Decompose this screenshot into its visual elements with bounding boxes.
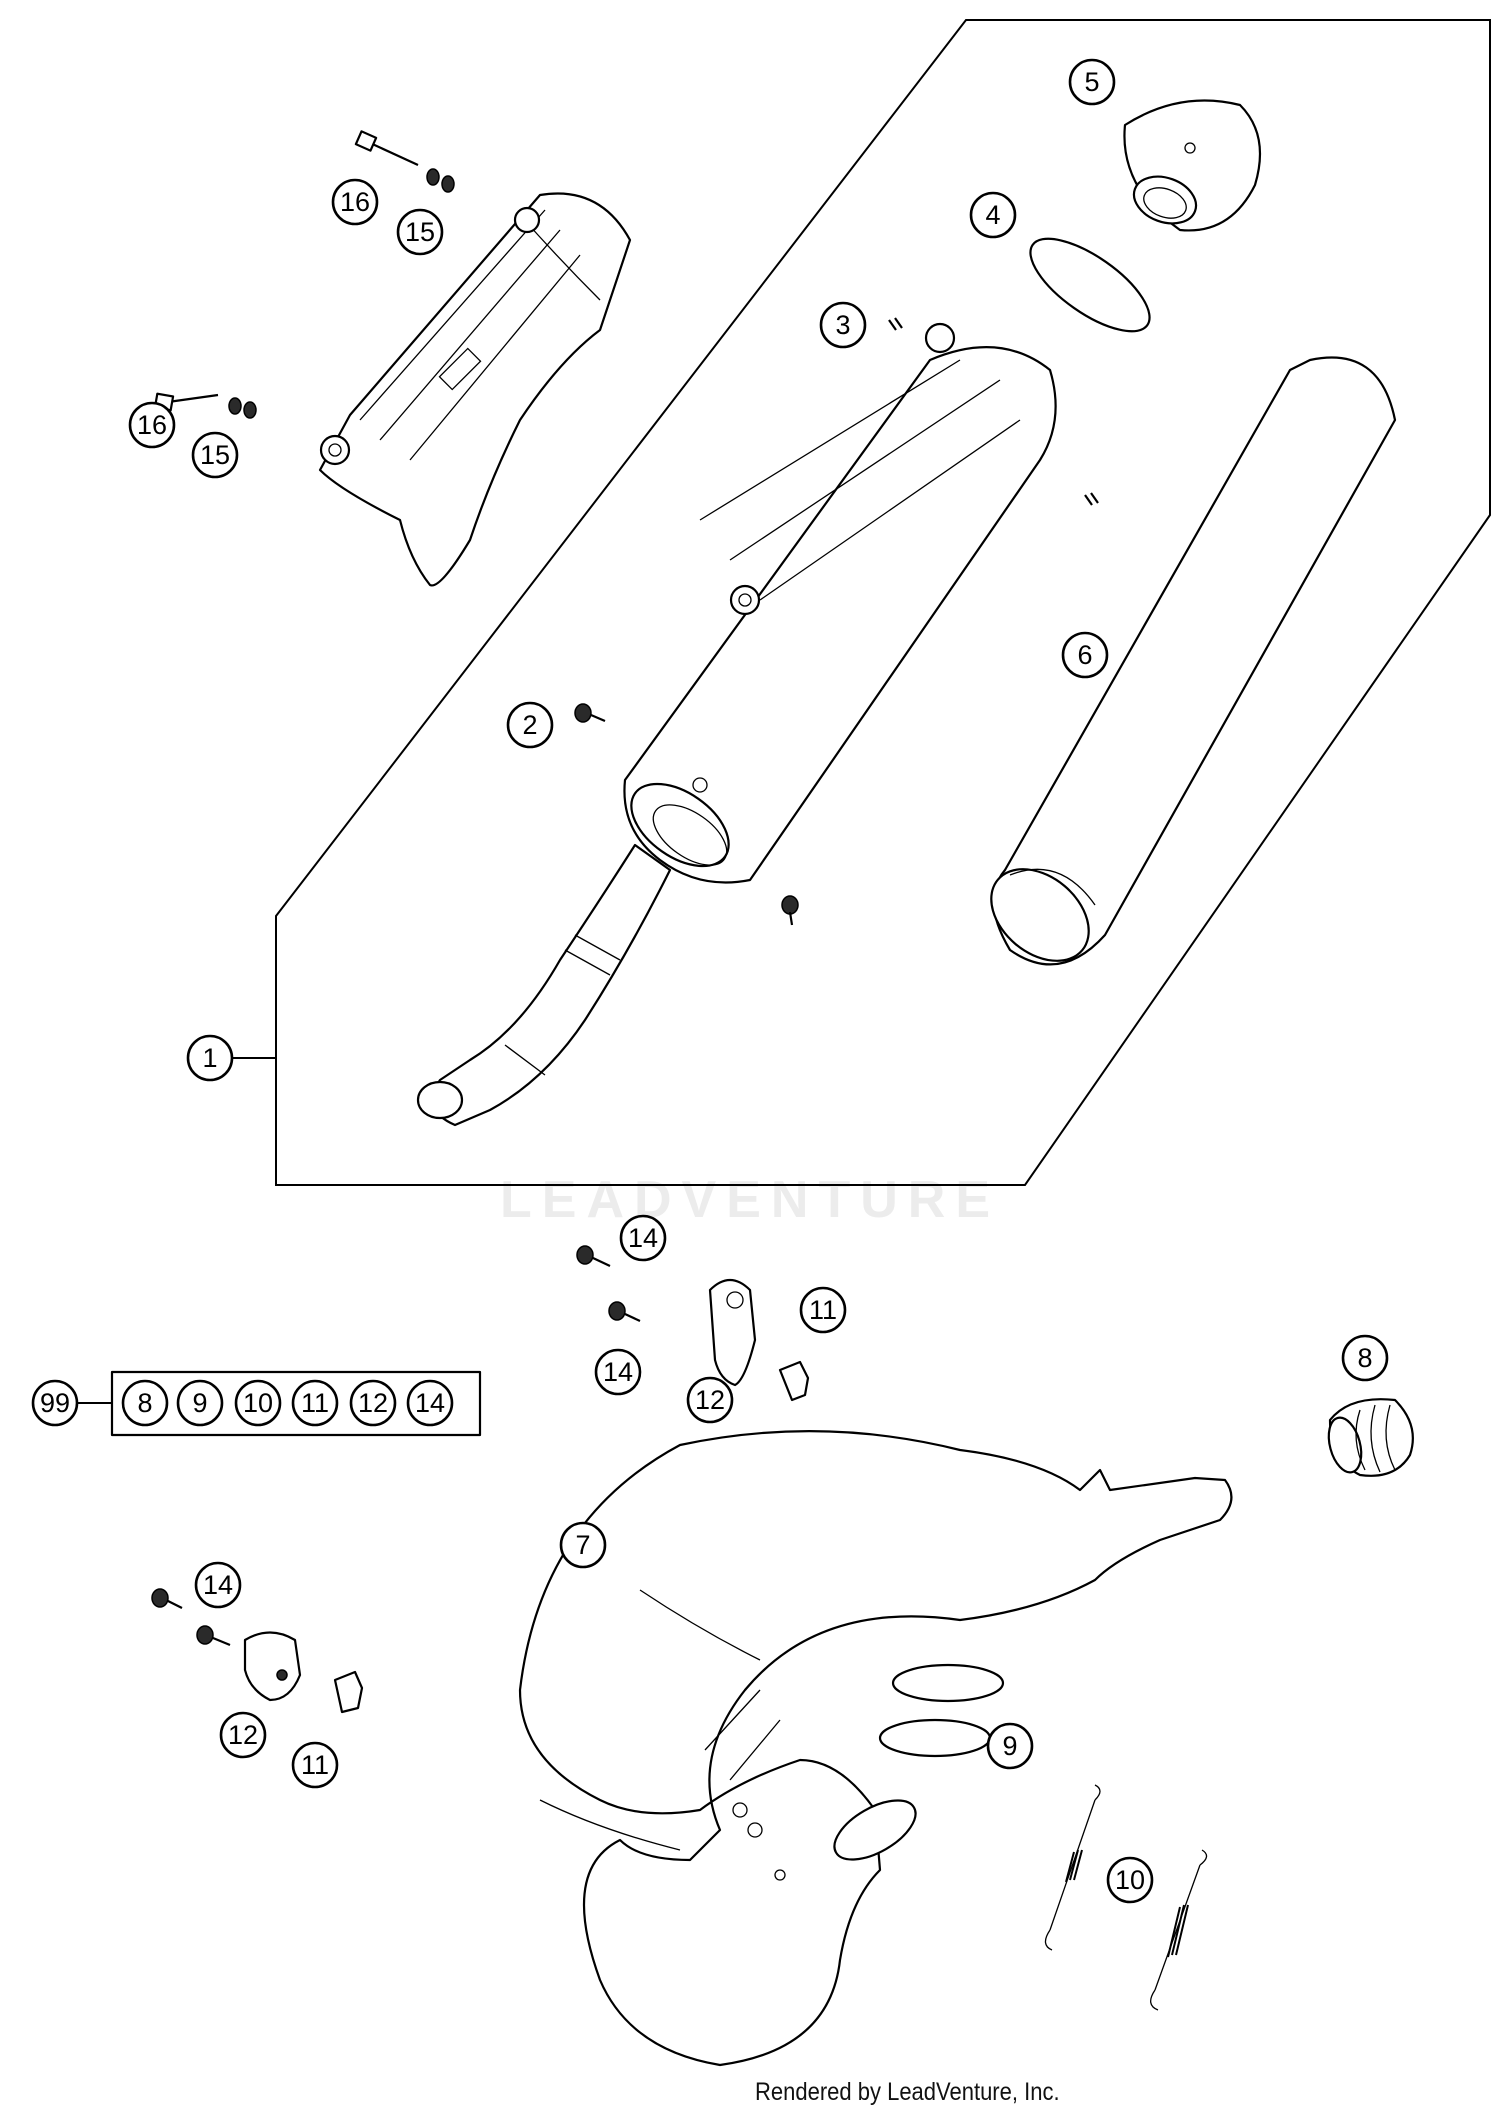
rubber-sleeve bbox=[1327, 1398, 1414, 1477]
callout-11-lower: 11 bbox=[291, 1741, 339, 1789]
svg-text:12: 12 bbox=[228, 1720, 258, 1750]
svg-text:14: 14 bbox=[203, 1570, 233, 1600]
svg-text:5: 5 bbox=[1084, 67, 1099, 97]
svg-text:15: 15 bbox=[200, 440, 230, 470]
kit-item: 12 bbox=[349, 1379, 397, 1427]
callout-1: 1 bbox=[186, 1034, 234, 1082]
expansion-chamber bbox=[518, 1430, 1233, 2067]
rendered-by-footer: Rendered by LeadVenture, Inc. bbox=[755, 2078, 1060, 2106]
callout-16-lower: 16 bbox=[128, 401, 176, 449]
screw-right bbox=[1084, 492, 1099, 506]
svg-text:12: 12 bbox=[358, 1388, 388, 1418]
svg-text:14: 14 bbox=[628, 1223, 658, 1253]
callout-8: 8 bbox=[1341, 1334, 1389, 1382]
callout-10: 10 bbox=[1106, 1856, 1154, 1904]
callout-12-lower: 12 bbox=[219, 1711, 267, 1759]
svg-text:7: 7 bbox=[575, 1530, 590, 1560]
svg-text:14: 14 bbox=[415, 1388, 445, 1418]
svg-text:2: 2 bbox=[522, 710, 537, 740]
callout-14-top: 14 bbox=[619, 1214, 667, 1262]
svg-text:99: 99 bbox=[40, 1388, 70, 1418]
svg-text:10: 10 bbox=[1115, 1865, 1145, 1895]
silencer-body bbox=[623, 322, 1057, 884]
spring-10-left bbox=[1044, 1784, 1101, 1951]
screw-2 bbox=[574, 703, 606, 723]
svg-text:8: 8 bbox=[1357, 1343, 1372, 1373]
svg-text:9: 9 bbox=[1002, 1731, 1017, 1761]
kit-item: 10 bbox=[234, 1379, 282, 1427]
callout-5: 5 bbox=[1068, 58, 1116, 106]
silencer-inlet-pipe bbox=[416, 843, 672, 1127]
svg-text:11: 11 bbox=[809, 1295, 837, 1325]
svg-text:16: 16 bbox=[340, 187, 370, 217]
svg-text:11: 11 bbox=[301, 1750, 329, 1780]
callout-14-mid: 14 bbox=[594, 1348, 642, 1396]
callout-3: 3 bbox=[819, 301, 867, 349]
svg-text:16: 16 bbox=[137, 410, 167, 440]
svg-text:14: 14 bbox=[603, 1357, 633, 1387]
screw-3 bbox=[888, 317, 903, 331]
o-ring-9-lower bbox=[878, 1718, 992, 1758]
o-ring-9-upper bbox=[891, 1663, 1005, 1703]
assembly-1-boundary bbox=[275, 19, 1491, 1186]
callout-6: 6 bbox=[1061, 631, 1109, 679]
callout-7: 7 bbox=[559, 1521, 607, 1569]
svg-text:15: 15 bbox=[405, 217, 435, 247]
kit-item: 8 bbox=[121, 1379, 169, 1427]
spring-10-right bbox=[1150, 1849, 1208, 2011]
callout-14-lower: 14 bbox=[194, 1561, 242, 1609]
silencer-sleeve bbox=[990, 356, 1397, 966]
svg-text:4: 4 bbox=[985, 200, 1000, 230]
callout-kit-99: 99 bbox=[31, 1379, 79, 1427]
muffler-side-view-top-left bbox=[318, 192, 632, 587]
svg-text:12: 12 bbox=[695, 1385, 725, 1415]
callout-16-upper: 16 bbox=[331, 178, 379, 226]
svg-text:10: 10 bbox=[243, 1388, 273, 1418]
end-cap bbox=[1123, 99, 1262, 232]
screw-lower bbox=[781, 895, 799, 926]
callout-4: 4 bbox=[969, 191, 1017, 239]
callout-2: 2 bbox=[506, 701, 554, 749]
callout-15-upper: 15 bbox=[396, 208, 444, 256]
bracket-set-upper bbox=[576, 1245, 810, 1402]
svg-text:8: 8 bbox=[137, 1388, 152, 1418]
bolt-washer-set-upper bbox=[354, 130, 455, 193]
svg-text:1: 1 bbox=[202, 1043, 217, 1073]
svg-text:9: 9 bbox=[192, 1388, 207, 1418]
callout-11-upper: 11 bbox=[799, 1286, 847, 1334]
callout-12-upper: 12 bbox=[686, 1376, 734, 1424]
watermark-text: LEADVENTURE bbox=[500, 1171, 1001, 1229]
o-ring-4 bbox=[1029, 237, 1151, 333]
kit-item: 9 bbox=[176, 1379, 224, 1427]
svg-text:6: 6 bbox=[1077, 640, 1092, 670]
kit-item: 14 bbox=[406, 1379, 454, 1427]
callout-15-lower: 15 bbox=[191, 431, 239, 479]
svg-text:3: 3 bbox=[835, 310, 850, 340]
callout-9: 9 bbox=[986, 1722, 1034, 1770]
kit-item: 11 bbox=[291, 1379, 339, 1427]
bracket-set-lower bbox=[151, 1588, 364, 1714]
svg-text:11: 11 bbox=[301, 1388, 329, 1418]
